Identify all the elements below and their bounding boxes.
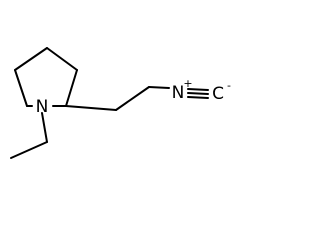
bond-ring-n-ch2 bbox=[14, 69, 28, 107]
triple-bond-line-3 bbox=[187, 96, 209, 99]
bond-n-ethyl-ch2 bbox=[41, 112, 48, 143]
triple-bond-line-1 bbox=[187, 88, 209, 91]
bond-ring-ch2-ch2-left bbox=[14, 47, 48, 71]
bond-ch2-ch2 bbox=[115, 86, 150, 111]
isocyano-nitrogen-charge: + bbox=[183, 77, 192, 90]
isocyano-carbon-label: C bbox=[212, 84, 224, 104]
bond-ethyl-ch2-ch3 bbox=[10, 141, 48, 159]
chemical-structure: N N + C - bbox=[10, 47, 231, 159]
bond-ring-ch2-ch bbox=[65, 69, 78, 107]
isocyano-carbon-charge: - bbox=[227, 79, 231, 92]
bond-ch2-n bbox=[148, 86, 170, 89]
ring-nitrogen-label: N bbox=[36, 97, 49, 117]
bond-ring-ch2-ch2-right bbox=[46, 47, 78, 71]
triple-bond-line-2 bbox=[187, 92, 209, 95]
isocyano-nitrogen-label: N bbox=[172, 83, 185, 103]
bond-ch-ch2 bbox=[65, 105, 117, 111]
